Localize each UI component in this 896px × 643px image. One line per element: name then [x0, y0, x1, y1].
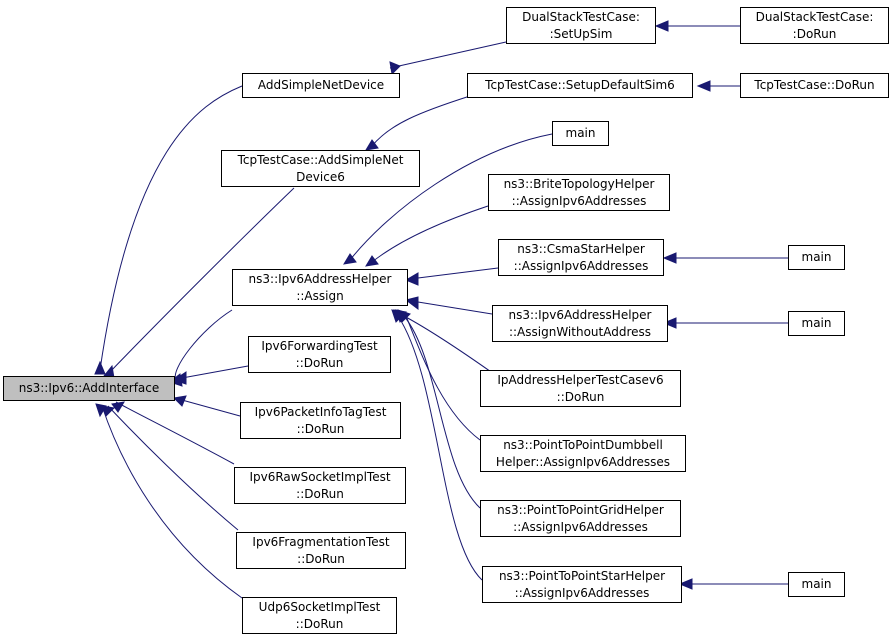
- node-ipv6forwarding-dorun[interactable]: Ipv6ForwardingTest ::DoRun: [248, 336, 391, 373]
- node-main-star[interactable]: main: [788, 572, 845, 597]
- node-dualstack-dorun[interactable]: DualStackTestCase: :DoRun: [740, 7, 889, 44]
- node-ipv6rawsocket-dorun[interactable]: Ipv6RawSocketImplTest ::DoRun: [234, 467, 406, 504]
- node-tcp-dorun[interactable]: TcpTestCase::DoRun: [740, 73, 889, 98]
- edge: [403, 315, 481, 509]
- arrowhead: [662, 252, 677, 264]
- edge: [349, 133, 553, 261]
- node-dualstack-setupsim[interactable]: DualStackTestCase: :SetUpSim: [506, 7, 656, 44]
- node-ipaddrhelpertest-dorun[interactable]: IpAddressHelperTestCasev6 ::DoRun: [480, 370, 681, 407]
- edge: [389, 41, 507, 69]
- edge: [174, 309, 233, 381]
- arrowhead: [94, 360, 106, 375]
- node-tcp-addsimplenetdevice6[interactable]: TcpTestCase::AddSimpleNet Device6: [221, 150, 420, 187]
- edge: [107, 187, 295, 375]
- arrowhead: [696, 80, 711, 92]
- edge: [181, 365, 249, 379]
- edge: [397, 315, 483, 581]
- node-csmastar-assign[interactable]: ns3::CsmaStarHelper ::AssignIpv6Addresse…: [498, 239, 664, 276]
- node-ipv6packetinfotag-dorun[interactable]: Ipv6PacketInfoTagTest ::DoRun: [240, 402, 401, 439]
- node-main-without[interactable]: main: [788, 311, 845, 336]
- node-ipv6-addinterface[interactable]: ns3::Ipv6::AddInterface: [3, 376, 175, 401]
- arrowhead: [654, 20, 669, 32]
- node-ipv6addrhelper-assign[interactable]: ns3::Ipv6AddressHelper ::Assign: [232, 269, 408, 306]
- node-p2pgrid-assign[interactable]: ns3::PointToPointGridHelper ::AssignIpv6…: [480, 500, 681, 537]
- edge: [115, 401, 235, 465]
- edge: [417, 267, 499, 279]
- arrowhead: [391, 309, 405, 323]
- edge: [417, 301, 493, 315]
- node-main-csma[interactable]: main: [788, 245, 845, 270]
- arrowhead: [365, 255, 379, 267]
- arrowhead: [404, 296, 419, 310]
- edge: [371, 95, 471, 147]
- node-main-top[interactable]: main: [552, 121, 609, 146]
- arrowhead: [172, 371, 187, 385]
- arrowhead: [172, 395, 187, 407]
- edge: [405, 315, 481, 441]
- arrowhead: [404, 272, 419, 286]
- node-tcp-setupdefaultsim6[interactable]: TcpTestCase::SetupDefaultSim6: [467, 73, 693, 98]
- arrowhead: [111, 401, 125, 413]
- edge: [181, 399, 241, 417]
- arrowhead: [365, 139, 379, 151]
- edge: [403, 315, 495, 375]
- edge: [371, 205, 489, 263]
- node-udp6socket-dorun[interactable]: Udp6SocketImplTest ::DoRun: [242, 597, 397, 634]
- arrowhead: [95, 403, 107, 418]
- edge: [101, 405, 243, 599]
- node-addsimplenetdevice[interactable]: AddSimpleNetDevice: [242, 73, 400, 98]
- arrowhead: [678, 578, 693, 590]
- node-ipv6addrhelper-assignwithout[interactable]: ns3::Ipv6AddressHelper ::AssignWithoutAd…: [492, 305, 668, 342]
- node-brite-assign[interactable]: ns3::BriteTopologyHelper ::AssignIpv6Add…: [488, 174, 670, 211]
- edge: [107, 405, 239, 531]
- node-p2pdumbbell-assign[interactable]: ns3::PointToPointDumbbell Helper::Assign…: [480, 435, 686, 472]
- node-p2pstar-assign[interactable]: ns3::PointToPointStarHelper ::AssignIpv6…: [482, 566, 682, 603]
- arrowhead: [389, 61, 401, 76]
- arrowhead: [343, 253, 357, 265]
- edge: [99, 85, 243, 371]
- arrowhead: [662, 317, 677, 329]
- node-ipv6fragmentation-dorun[interactable]: Ipv6FragmentationTest ::DoRun: [236, 532, 406, 569]
